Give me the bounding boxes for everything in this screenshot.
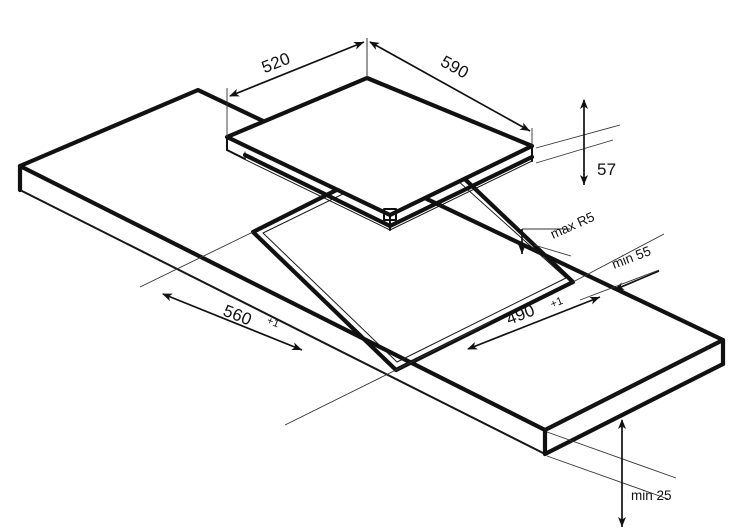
hob-front-right-rim-inner xyxy=(389,160,533,231)
hob-front-right-rim xyxy=(387,154,535,229)
hob-front-foot-nub xyxy=(383,208,397,221)
dim-label-590: 590 xyxy=(437,52,472,83)
ext-line-25-bottom xyxy=(546,455,669,500)
dim-line-590 xyxy=(369,41,531,132)
ext-line-r5-under xyxy=(533,244,572,257)
hob-left-bottom-edge xyxy=(226,149,246,160)
hob-front-left-rim-inner xyxy=(245,159,391,231)
dim-label-min-25: min 25 xyxy=(631,488,672,503)
worktop-right-edge-inner-line xyxy=(544,339,724,431)
hob-front-left-rim xyxy=(242,152,393,229)
dim-line-560 xyxy=(162,293,303,351)
dim-line-490 xyxy=(467,296,601,350)
ext-line-560-upper xyxy=(139,231,254,288)
ext-line-25-top xyxy=(546,431,677,479)
dimension-560: 560 +1 xyxy=(139,231,397,426)
dim-label-57: 57 xyxy=(597,160,616,179)
ext-line-57-top xyxy=(535,124,621,149)
dim-label-560-tolerance: +1 xyxy=(265,315,281,331)
ext-line-490-right xyxy=(572,233,665,283)
dimension-520: 520 xyxy=(226,38,368,137)
worktop-right-edge-bottom xyxy=(542,361,726,457)
ext-line-57-bottom xyxy=(535,139,614,164)
ext-line-min-55 xyxy=(579,269,660,301)
dimension-57: 57 xyxy=(535,99,621,185)
dimension-min-25: min 25 xyxy=(546,419,677,527)
dim-label-490-tolerance: +1 xyxy=(549,295,565,311)
dim-line-520 xyxy=(229,41,365,97)
leader-line-min-55 xyxy=(613,270,660,291)
ext-line-560-lower xyxy=(284,369,397,426)
